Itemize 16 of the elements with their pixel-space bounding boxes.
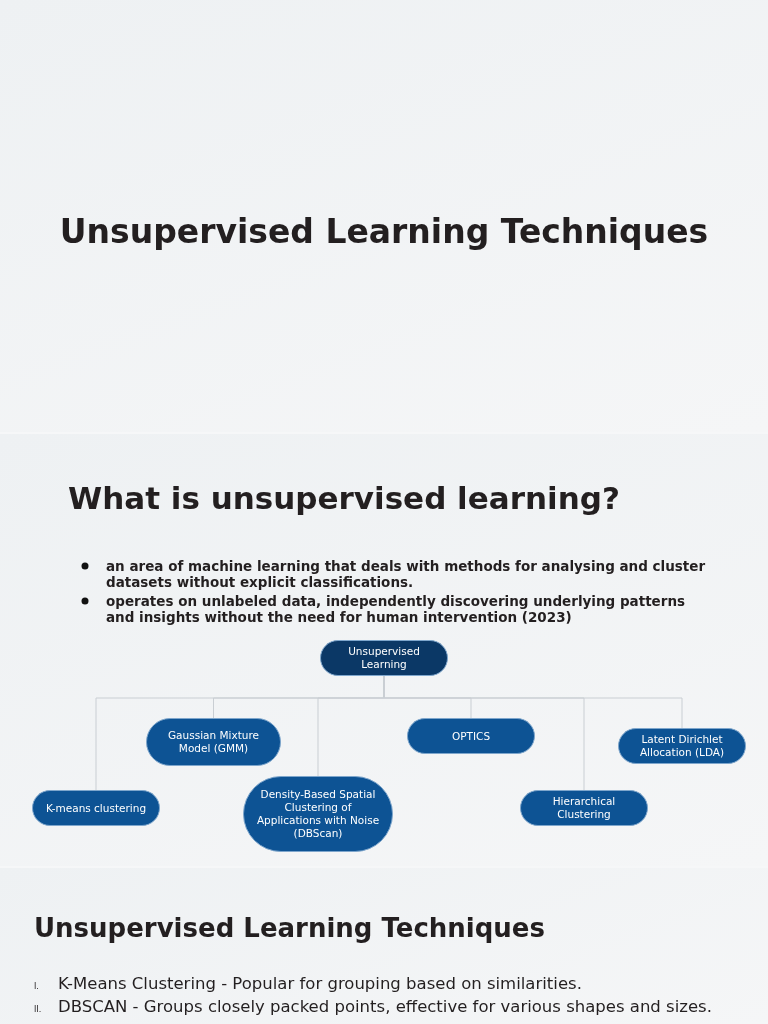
- slide-title: Unsupervised Learning Techniques: [58, 212, 710, 251]
- technique-node: Latent Dirichlet Allocation (LDA): [618, 728, 746, 764]
- section-heading: What is unsupervised learning?: [68, 480, 621, 516]
- list-numeral: II.: [34, 1004, 43, 1016]
- root-node: Unsupervised Learning: [320, 640, 448, 676]
- bullet-text: an area of machine learning that deals with methods for analysing and cluster datasets without explicit classifications.: [106, 558, 707, 590]
- list-numeral: I.: [34, 981, 40, 993]
- list-item-text: K-Means Clustering - Popular for grouping based on similarities.: [58, 974, 583, 994]
- technique-node: Gaussian Mixture Model (GMM): [146, 718, 281, 766]
- technique-node: Density-Based Spatial Clustering of Applications with Noise (DBScan): [243, 776, 393, 852]
- technique-node: K-means clustering: [32, 790, 160, 826]
- technique-node: Hierarchical Clustering: [520, 790, 648, 826]
- technique-node: OPTICS: [407, 718, 535, 754]
- bullet-text: operates on unlabeled data, independently discovering underlying patterns and insights without the need for human intervention (2023): [106, 593, 687, 625]
- section-heading: Unsupervised Learning Techniques: [34, 912, 546, 944]
- list-item-text: DBSCAN - Groups closely packed points, effective for various shapes and sizes.: [58, 997, 713, 1017]
